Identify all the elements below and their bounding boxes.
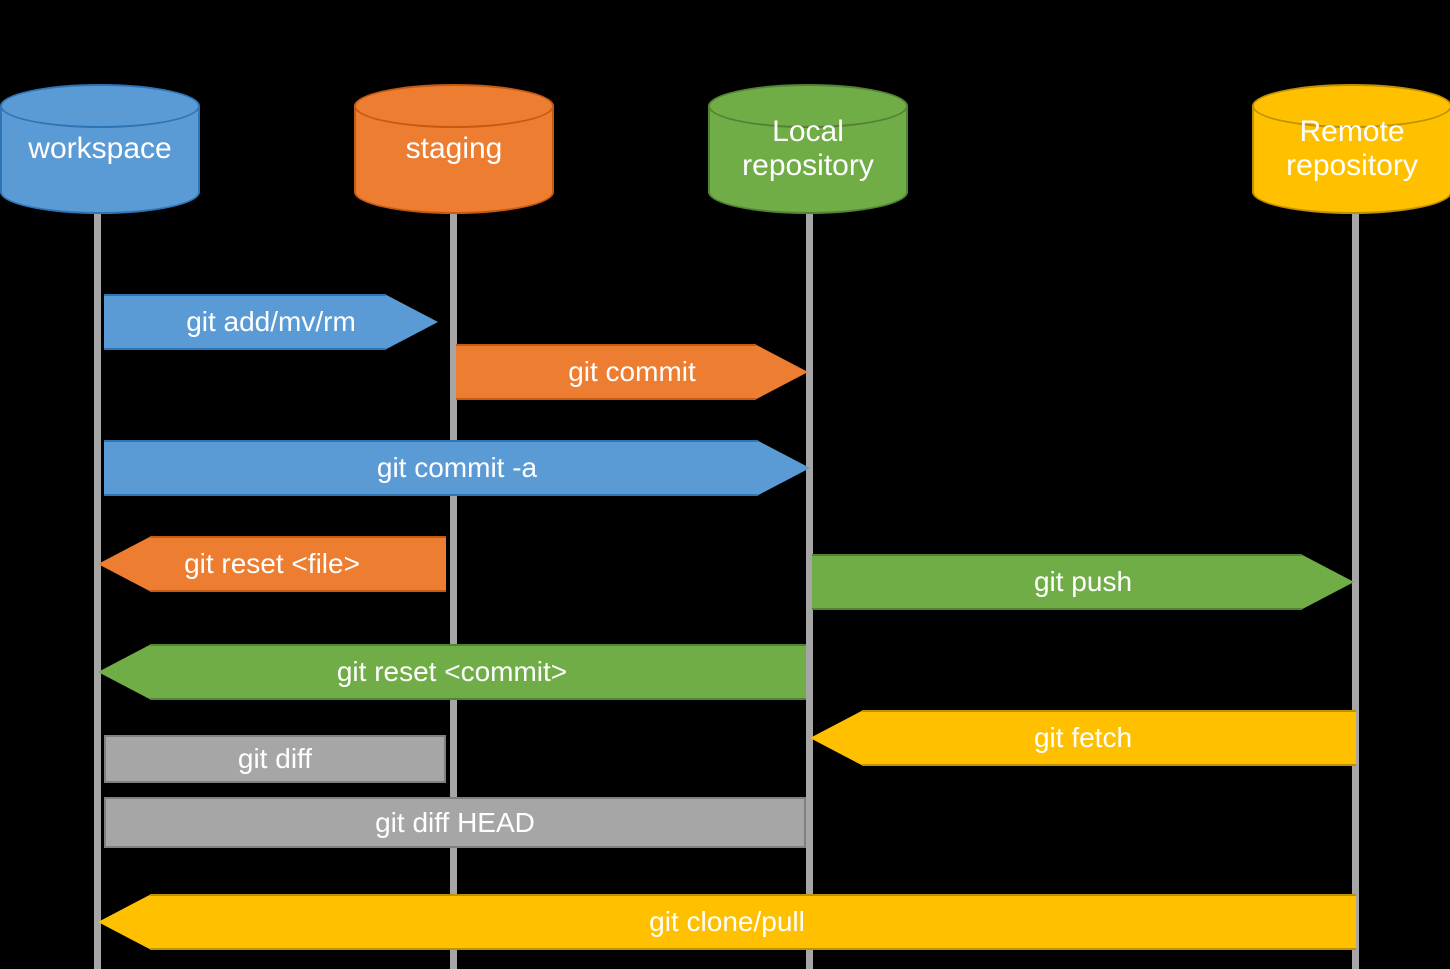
arrow-shaft: [862, 710, 1356, 766]
remote-lifeline: [1352, 190, 1359, 969]
cylinder-top: [0, 84, 200, 128]
arrow-shaft: [104, 440, 758, 496]
staging-lifeline: [450, 190, 457, 969]
arrow-shaft: [812, 554, 1302, 610]
flow-git-clone-pull: git clone/pull: [98, 878, 1356, 966]
arrow-head-icon: [1302, 554, 1354, 610]
arrow-head-icon: [810, 710, 862, 766]
arrow-shaft: [104, 294, 386, 350]
bar-git-diff-head: git diff HEAD: [104, 797, 806, 848]
arrow-shaft: [150, 894, 1356, 950]
flow-git-push: git push: [812, 538, 1354, 626]
node-workspace: workspace: [0, 84, 200, 214]
arrow-shaft: [456, 344, 756, 400]
workspace-lifeline: [94, 190, 101, 969]
arrow-head-icon: [386, 294, 438, 350]
flow-git-reset-commit: git reset <commit>: [98, 628, 806, 716]
flow-git-fetch: git fetch: [810, 694, 1356, 782]
arrow-head-icon: [756, 344, 808, 400]
flow-git-add: git add/mv/rm: [104, 278, 438, 366]
cylinder-top: [1252, 84, 1450, 128]
local-lifeline: [806, 190, 813, 969]
arrow-head-icon: [98, 894, 150, 950]
cylinder-top: [354, 84, 554, 128]
bar-git-diff: git diff: [104, 735, 446, 783]
arrow-head-icon: [98, 536, 150, 592]
arrow-head-icon: [758, 440, 810, 496]
arrow-shaft: [150, 644, 806, 700]
arrow-shaft: [150, 536, 446, 592]
flow-git-reset-file: git reset <file>: [98, 520, 446, 608]
arrow-head-icon: [98, 644, 150, 700]
node-staging: staging: [354, 84, 554, 214]
cylinder-top: [708, 84, 908, 128]
flow-git-commit-a: git commit -a: [104, 424, 810, 512]
flow-git-commit: git commit: [456, 328, 808, 416]
